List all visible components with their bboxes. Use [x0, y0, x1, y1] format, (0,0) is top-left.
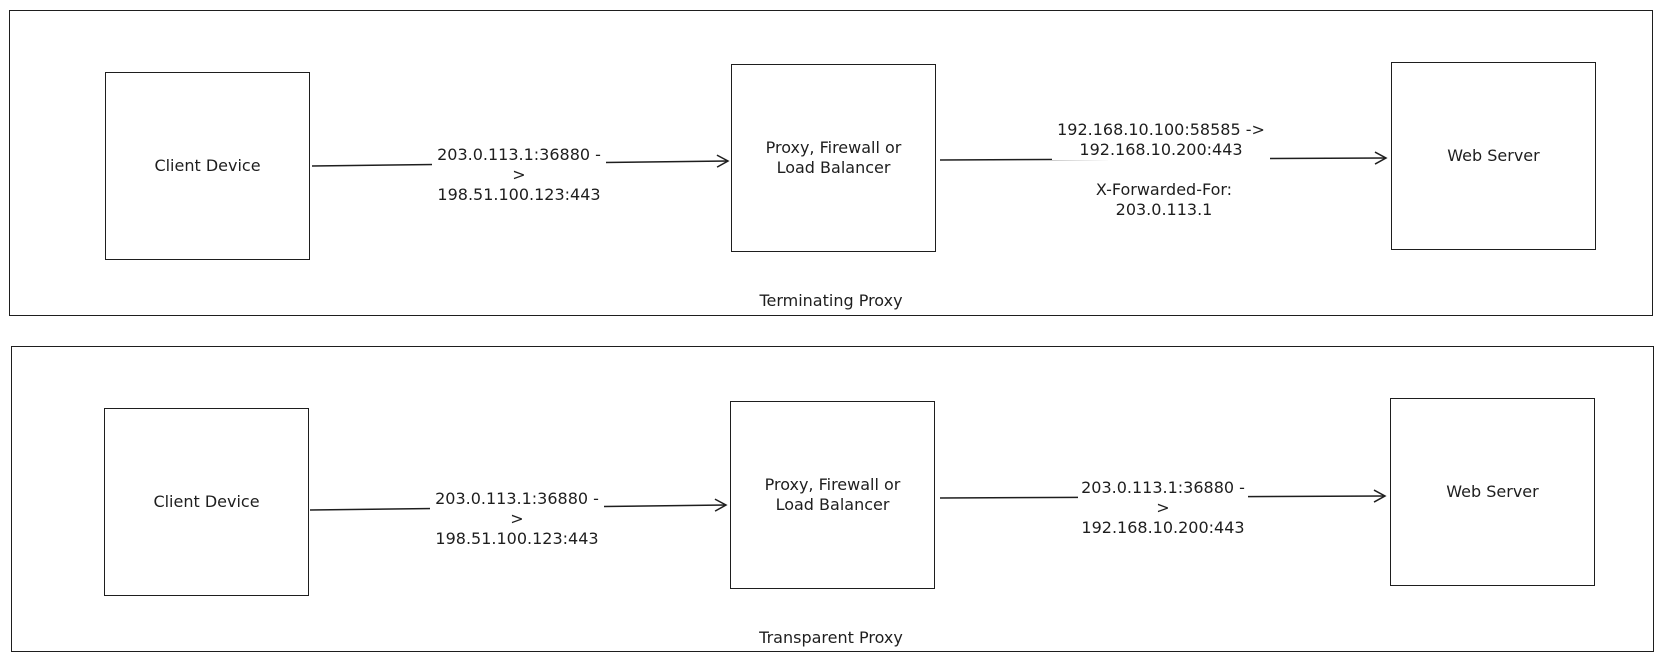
edge-label-client-proxy: 203.0.113.1:36880 -> 198.51.100.123:443	[430, 489, 604, 549]
edge-label-client-proxy: 203.0.113.1:36880 -> 198.51.100.123:443	[432, 145, 606, 205]
web-server-label: Web Server	[1446, 482, 1539, 501]
edge-label-proxy-server: 203.0.113.1:36880 -> 192.168.10.200:443	[1078, 478, 1248, 538]
terminating-proxy-frame	[9, 10, 1653, 316]
client-device-node: Client Device	[105, 72, 310, 260]
proxy-label: Proxy, Firewall or Load Balancer	[765, 138, 902, 177]
client-device-label: Client Device	[154, 156, 261, 175]
web-server-label: Web Server	[1447, 146, 1540, 165]
proxy-label: Proxy, Firewall or Load Balancer	[764, 475, 901, 514]
edge-label-proxy-server: 192.168.10.100:58585 -> 192.168.10.200:4…	[1052, 120, 1270, 160]
proxy-node: Proxy, Firewall or Load Balancer	[730, 401, 935, 589]
client-device-node: Client Device	[104, 408, 309, 596]
web-server-node: Web Server	[1390, 398, 1595, 586]
terminating-proxy-caption: Terminating Proxy	[759, 291, 903, 310]
transparent-proxy-caption: Transparent Proxy	[759, 628, 903, 647]
client-device-label: Client Device	[153, 492, 260, 511]
x-forwarded-for-note: X-Forwarded-For: 203.0.113.1	[1050, 180, 1278, 220]
transparent-proxy-frame	[11, 346, 1654, 652]
proxy-node: Proxy, Firewall or Load Balancer	[731, 64, 936, 252]
web-server-node: Web Server	[1391, 62, 1596, 250]
